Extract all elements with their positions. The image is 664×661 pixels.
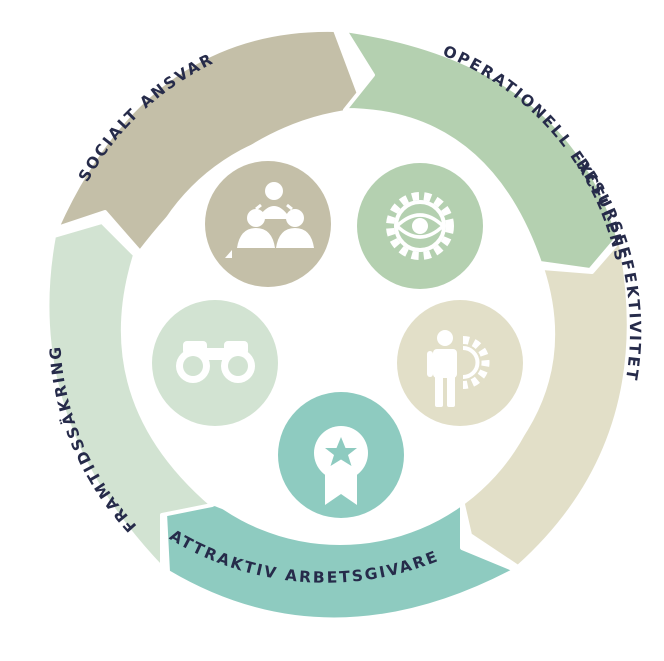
person-gear-icon: [397, 300, 523, 426]
segment-operationell-excellens: [343, 28, 620, 272]
segment-resurseffektivitet: [460, 238, 631, 569]
team-people-icon: [205, 161, 331, 287]
binoculars-icon: [152, 300, 278, 426]
gear-eye-icon: [357, 163, 483, 289]
icon-circles: [152, 161, 523, 518]
segment-framtidssakring: [45, 220, 214, 570]
cycle-ring: [45, 27, 631, 622]
star-award-icon: [278, 392, 404, 518]
